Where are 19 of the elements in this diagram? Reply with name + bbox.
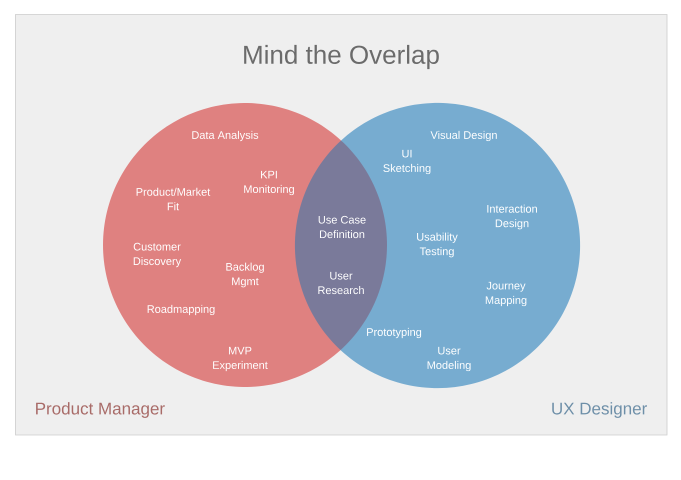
skill-label: Interaction Design <box>487 204 537 230</box>
skill-label: Journey Mapping <box>486 282 526 306</box>
skill-label: Visual Design <box>430 130 497 142</box>
skill-label: User Research <box>318 272 364 294</box>
diagram-title: Mind the Overlap <box>244 44 439 70</box>
skill-label: Roadmapping <box>148 304 215 316</box>
skill-label: Product/Market Fit <box>136 188 210 210</box>
skill-label: Prototyping <box>367 328 422 338</box>
role-label: Product Manager <box>36 402 165 418</box>
skill-label: Customer Discovery <box>134 242 182 268</box>
skill-label: UI Sketching <box>383 150 430 174</box>
skill-label: KPI Monitoring <box>244 170 294 196</box>
skill-label: Data Analysis <box>192 130 258 142</box>
skill-label: MVP Experiment <box>213 346 268 372</box>
skill-label: Use Case Definition <box>318 216 366 238</box>
skill-label: User Modeling <box>428 346 471 372</box>
skill-label: Usability Testing <box>417 232 458 258</box>
skill-label: Backlog Mgmt <box>226 262 264 288</box>
role-label: UX Designer <box>552 402 647 418</box>
